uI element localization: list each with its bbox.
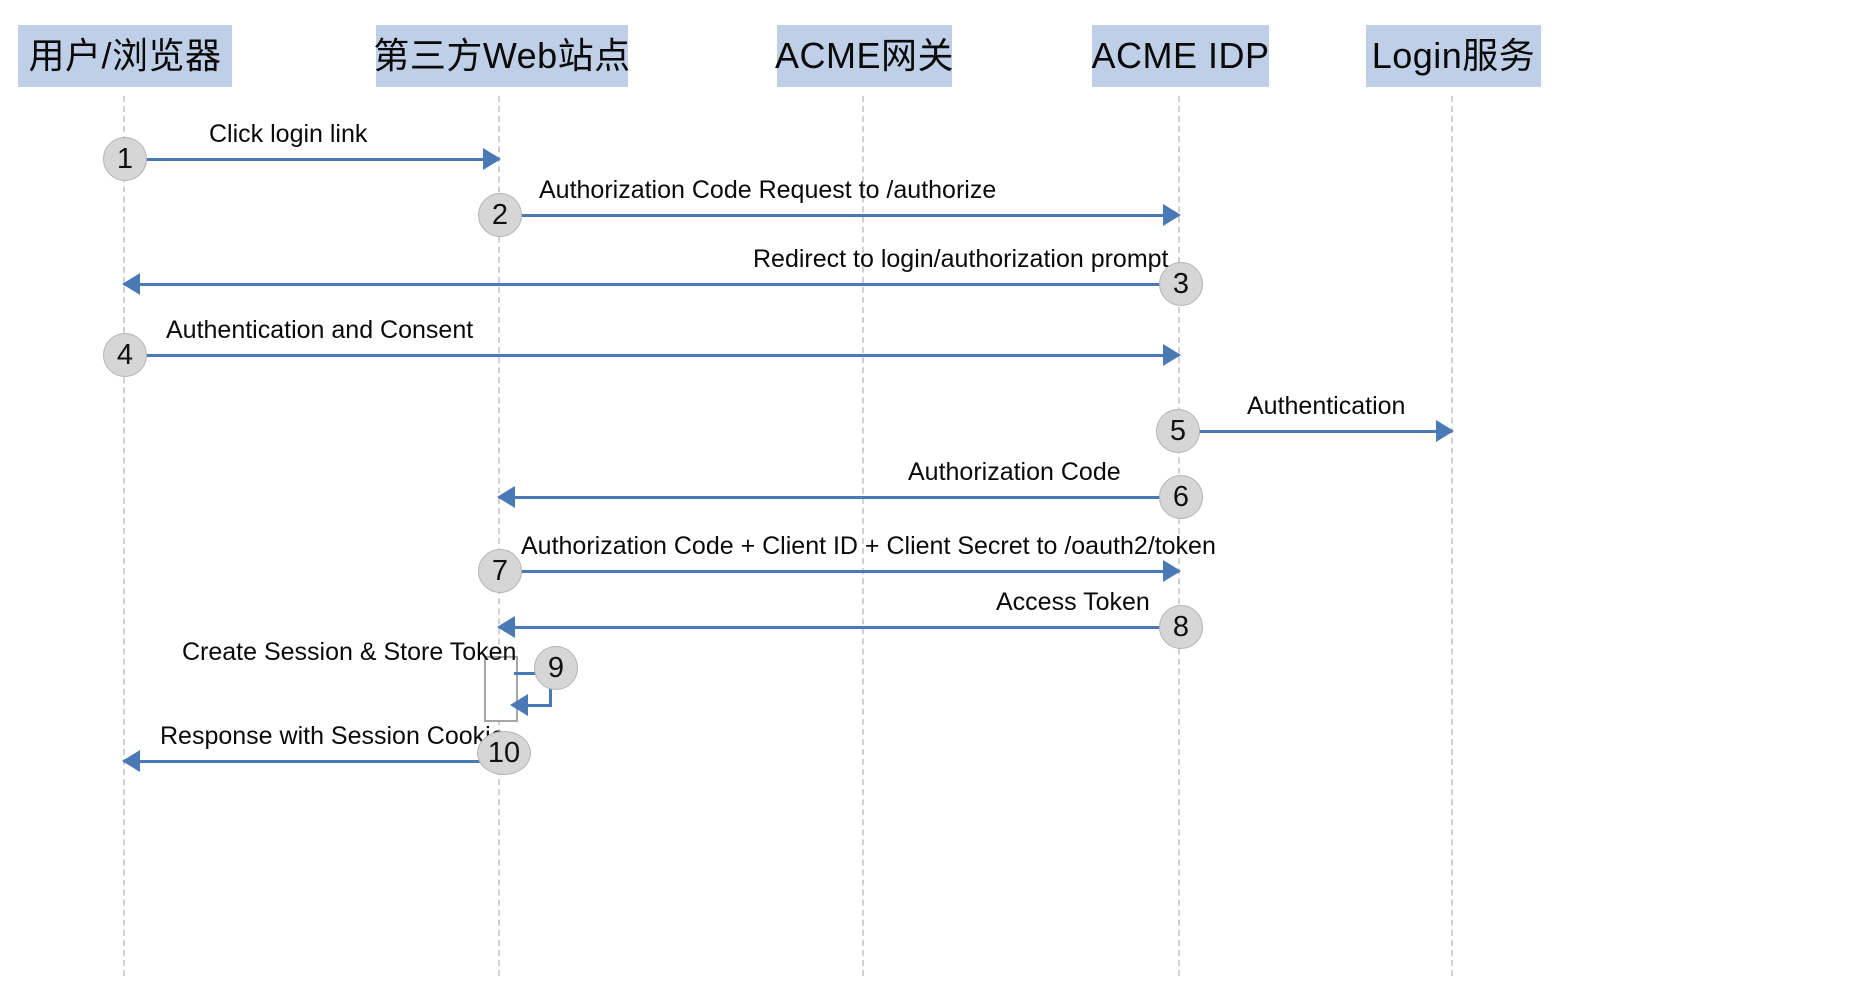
participant-label: ACME网关 (775, 35, 955, 76)
self-message-out-9 (514, 672, 552, 675)
arrowhead-left-9 (510, 694, 528, 716)
participant-label: Login服务 (1371, 35, 1536, 76)
lifeline-idp (1178, 96, 1180, 976)
step-badge-1[interactable]: 1 (103, 137, 147, 181)
step-badge-7[interactable]: 7 (478, 549, 522, 593)
participant-box-login[interactable]: Login服务 (1366, 25, 1541, 87)
message-line-5 (1179, 430, 1452, 433)
step-badge-2[interactable]: 2 (478, 193, 522, 237)
arrowhead-right-2 (1163, 204, 1181, 226)
message-label-3: Redirect to login/authorization prompt (753, 245, 1169, 273)
message-line-3 (124, 283, 1179, 286)
arrowhead-right-1 (483, 148, 501, 170)
arrowhead-right-5 (1436, 420, 1454, 442)
lifeline-user (123, 96, 125, 976)
arrowhead-right-4 (1163, 344, 1181, 366)
arrowhead-left-8 (497, 616, 515, 638)
participant-label: 用户/浏览器 (28, 35, 222, 76)
participant-label: ACME IDP (1091, 35, 1270, 76)
lifeline-webapp (498, 96, 500, 976)
step-badge-5[interactable]: 5 (1156, 409, 1200, 453)
lifeline-gateway (862, 96, 864, 976)
step-badge-3[interactable]: 3 (1159, 262, 1203, 306)
message-label-4: Authentication and Consent (166, 316, 474, 344)
arrowhead-left-3 (122, 273, 140, 295)
message-line-10 (124, 760, 499, 763)
step-badge-9[interactable]: 9 (534, 646, 578, 690)
message-label-5: Authentication (1247, 392, 1406, 420)
step-badge-6[interactable]: 6 (1159, 475, 1203, 519)
step-badge-8[interactable]: 8 (1159, 605, 1203, 649)
message-label-10: Response with Session Cookie (160, 722, 505, 750)
step-badge-10[interactable]: 10 (477, 731, 531, 775)
message-label-8: Access Token (996, 588, 1150, 616)
arrowhead-right-7 (1163, 560, 1181, 582)
step-badge-4[interactable]: 4 (103, 333, 147, 377)
lifeline-login (1451, 96, 1453, 976)
arrowhead-left-10 (122, 750, 140, 772)
participant-box-user[interactable]: 用户/浏览器 (18, 25, 232, 87)
message-label-9: Create Session & Store Token (182, 638, 517, 666)
message-line-4 (124, 354, 1179, 357)
message-label-2: Authorization Code Request to /authorize (539, 176, 997, 204)
message-line-8 (499, 626, 1179, 629)
message-line-1 (124, 158, 499, 161)
message-label-1: Click login link (209, 120, 368, 148)
self-message-back-9 (528, 704, 552, 707)
participant-label: 第三方Web站点 (373, 35, 631, 76)
message-line-2 (499, 214, 1179, 217)
message-line-7 (499, 570, 1179, 573)
participant-box-webapp[interactable]: 第三方Web站点 (373, 25, 631, 87)
participant-box-idp[interactable]: ACME IDP (1091, 25, 1270, 87)
arrowhead-left-6 (497, 486, 515, 508)
message-label-7: Authorization Code + Client ID + Client … (521, 532, 1216, 560)
participant-box-gateway[interactable]: ACME网关 (775, 25, 955, 87)
message-label-6: Authorization Code (908, 458, 1121, 486)
message-line-6 (499, 496, 1179, 499)
